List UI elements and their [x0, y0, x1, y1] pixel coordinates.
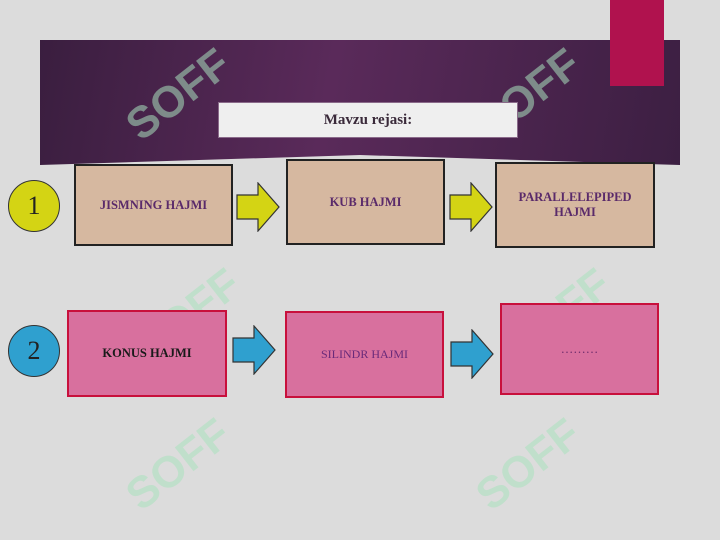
row-number-badge: 2: [8, 325, 60, 377]
corner-accent: [610, 0, 664, 86]
right-arrow-icon: [450, 329, 494, 379]
right-arrow-icon: [232, 325, 276, 375]
topic-box: KONUS HAJMI: [67, 310, 227, 397]
topic-box: SILINDR HAJMI: [285, 311, 444, 398]
topic-box-placeholder: ………: [500, 303, 659, 395]
row-number-badge: 1: [8, 180, 60, 232]
watermark-logo: SOFF: [467, 409, 590, 521]
topic-box: JISMNING HAJMI: [74, 164, 233, 246]
right-arrow-icon: [449, 182, 493, 232]
right-arrow-icon: [236, 182, 280, 232]
page-title: Mavzu rejasi:: [218, 102, 518, 138]
topic-box: PARALLELEPIPED HAJMI: [495, 162, 655, 248]
topic-box: KUB HAJMI: [286, 159, 445, 245]
watermark-logo: SOFF: [117, 409, 240, 521]
